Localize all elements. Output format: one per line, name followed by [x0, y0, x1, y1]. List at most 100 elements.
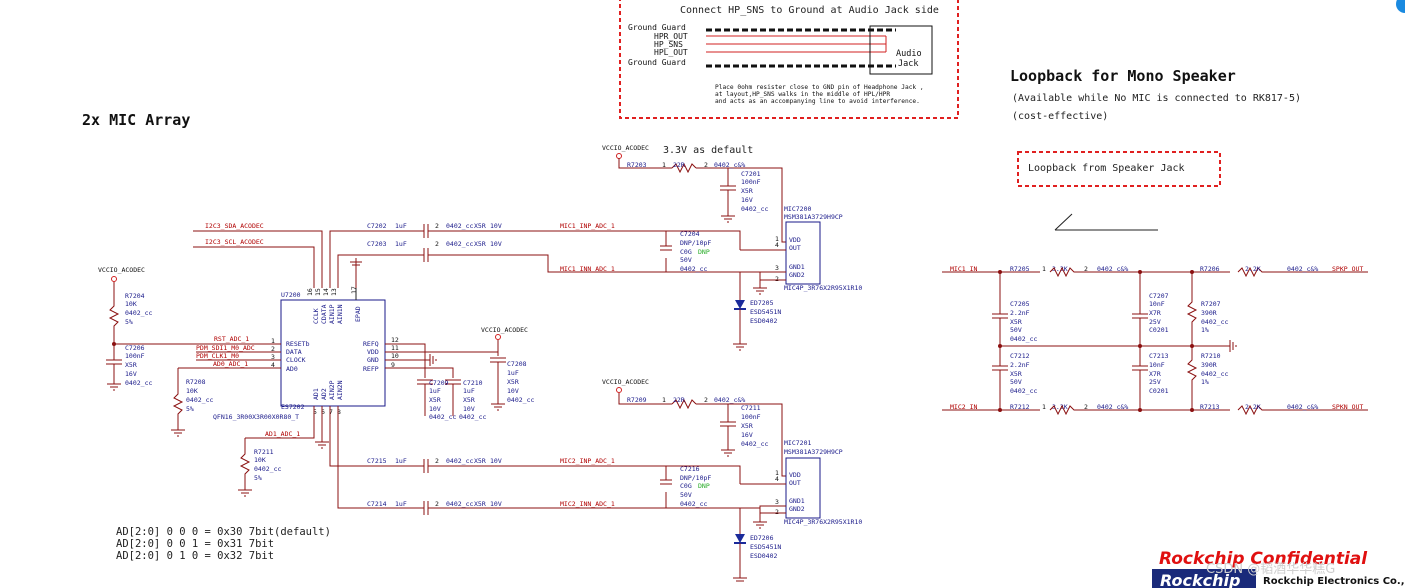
- c7214-voltage: 10V: [490, 500, 502, 508]
- c7207-value: 10nF: [1149, 300, 1165, 308]
- svg-text:4: 4: [775, 241, 779, 249]
- c7215-ref: C7215: [367, 457, 387, 465]
- c7203-dielectric: X5R: [474, 240, 486, 248]
- c7202-package: 0402_cc: [446, 222, 473, 230]
- c7216-dielectric: C0G: [680, 482, 692, 490]
- c7206-voltage: 16V: [125, 370, 137, 378]
- c7215-value: 1uF: [395, 457, 407, 465]
- c7212-voltage: 50V: [1010, 378, 1022, 386]
- mic7200-pin-gnd1: GND1: [789, 263, 805, 271]
- mic7201-ref: MIC7201: [784, 439, 811, 447]
- c7202-voltage: 10V: [490, 222, 502, 230]
- c7213-package: C0201: [1149, 387, 1169, 395]
- r7205-value: 3.3K: [1052, 265, 1068, 273]
- rst-net: RST_ADC_1: [214, 335, 249, 343]
- c7209-value: 1uF: [429, 387, 441, 395]
- c7204-dielectric: C0G: [680, 248, 692, 256]
- title-block: Rockchip Confidential Rockchip Rockchip …: [1152, 549, 1405, 588]
- r7213-package: 0402_c&%: [1287, 403, 1318, 411]
- svg-text:1: 1: [1042, 265, 1046, 273]
- c7210-voltage: 10V: [463, 405, 475, 413]
- c7214-ref: C7214: [367, 500, 387, 508]
- c7213-ref: C7213: [1149, 352, 1169, 360]
- svg-text:15: 15: [314, 288, 322, 296]
- ed7206-diode: [735, 534, 745, 543]
- ed7206-part: ESD5451N: [750, 543, 781, 551]
- c7201-value: 100nF: [741, 178, 761, 186]
- loopback-note-1: (Available while No MIC is connected to …: [1012, 93, 1301, 104]
- r7210-value: 390R: [1201, 361, 1217, 369]
- spkp-net: SPKP_OUT: [1332, 265, 1363, 273]
- r7205-package: 0402_c&%: [1097, 265, 1128, 273]
- c7211-value: 100nF: [741, 413, 761, 421]
- c7205-voltage: 50V: [1010, 326, 1022, 334]
- mic7200-pin-vdd: VDD: [789, 236, 801, 244]
- jack-pin-hp-sns: HP_SNS: [654, 40, 683, 49]
- loopback-network: MIC1_IN R7205 1 3.3K 2 0402_c&% R7206 2.…: [942, 265, 1368, 416]
- u7200-part: ES7202: [281, 403, 305, 411]
- r7204-value: 10K: [125, 300, 137, 308]
- c7212-dielectric: X5R: [1010, 370, 1022, 378]
- jack-note-1: Place 0ohm resister close to GND pin of …: [715, 84, 924, 91]
- scroll-indicator[interactable]: [1396, 0, 1405, 13]
- svg-text:1: 1: [271, 337, 275, 345]
- loopback-box-label: Loopback from Speaker Jack: [1028, 163, 1185, 174]
- svg-text:6: 6: [321, 408, 325, 416]
- svg-text:1: 1: [775, 469, 779, 477]
- u7200-pin-cdata: CDATA: [320, 304, 328, 324]
- svg-text:2: 2: [704, 396, 708, 404]
- c7216-value: DNP/10pF: [680, 474, 711, 482]
- r7204-package: 0402_cc: [125, 309, 152, 317]
- mic7201-part: MSM381A3729H9CP: [784, 448, 843, 456]
- audio-jack-symbol: [869, 25, 933, 75]
- c7201-voltage: 16V: [741, 196, 753, 204]
- c7209-ref: C7209: [429, 379, 449, 387]
- r7210-tolerance: 1%: [1201, 378, 1209, 386]
- mic7200-pin-out: OUT: [789, 244, 801, 252]
- confidential-label: Rockchip Confidential: [1159, 549, 1368, 569]
- r7208-tolerance: 5%: [186, 405, 194, 413]
- c7206-value: 100nF: [125, 352, 145, 360]
- u7200-pin-data: DATA: [286, 348, 302, 356]
- c7205-dielectric: X5R: [1010, 318, 1022, 326]
- jack-pin-ground-guard-bottom: Ground Guard: [628, 58, 686, 67]
- svg-text:2: 2: [704, 161, 708, 169]
- svg-text:2: 2: [435, 500, 439, 508]
- ed7206-package: ESD0402: [750, 552, 777, 560]
- ed7206-ref: ED7206: [750, 534, 774, 542]
- mic2-inp-net: MIC2_INP_ADC_1: [560, 457, 615, 465]
- svg-text:13: 13: [330, 288, 338, 296]
- mic1-inn-net: MIC1_INN_ADC_1: [560, 265, 615, 273]
- c7204-ref: C7204: [680, 230, 700, 238]
- svg-text:4: 4: [271, 361, 275, 369]
- r7208-package: 0402_cc: [186, 396, 213, 404]
- mic1-inp-net: MIC1_INP_ADC_1: [560, 222, 615, 230]
- address-row-1: AD[2:0] 0 0 1 = 0x31 7bit: [116, 538, 274, 550]
- r7205-ref: R7205: [1010, 265, 1030, 273]
- c7215-dielectric: X5R: [474, 457, 486, 465]
- mic7200: MIC7200 MSM381A3729H9CP VDD OUT GND1 GND…: [740, 205, 862, 295]
- svg-text:1: 1: [662, 161, 666, 169]
- c7208-voltage: 10V: [507, 387, 519, 395]
- u7200-pin-refq: REFQ: [363, 340, 379, 348]
- rockchip-logo-bg: [1152, 569, 1256, 588]
- c7216-package: 0402_cc: [680, 500, 707, 508]
- u7200-pin-vdd: VDD: [367, 348, 379, 356]
- r7212-package: 0402_c&%: [1097, 403, 1128, 411]
- u7200-bottom-nets: AD1_ADC_1 R7211 10K 0402_cc 5%: [238, 406, 424, 509]
- svg-text:8: 8: [337, 408, 341, 416]
- svg-text:14: 14: [322, 288, 330, 296]
- loopback-slash: [1054, 213, 1073, 231]
- r7207-value: 390R: [1201, 309, 1217, 317]
- r7209-package: 0402_c&%: [714, 396, 745, 404]
- c7211-dielectric: X5R: [741, 422, 753, 430]
- loopback-note-2: (cost-effective): [1012, 111, 1108, 122]
- svg-text:16: 16: [306, 288, 314, 296]
- c7207-package: C0201: [1149, 326, 1169, 334]
- u7200-pin-ad0: AD0: [286, 365, 298, 373]
- c7201-dielectric: X5R: [741, 187, 753, 195]
- ed7205-ref: ED7205: [750, 299, 774, 307]
- pdm-clk-net: PDM_CLK1_M0: [196, 352, 239, 360]
- r7209-value: 22R: [673, 396, 685, 404]
